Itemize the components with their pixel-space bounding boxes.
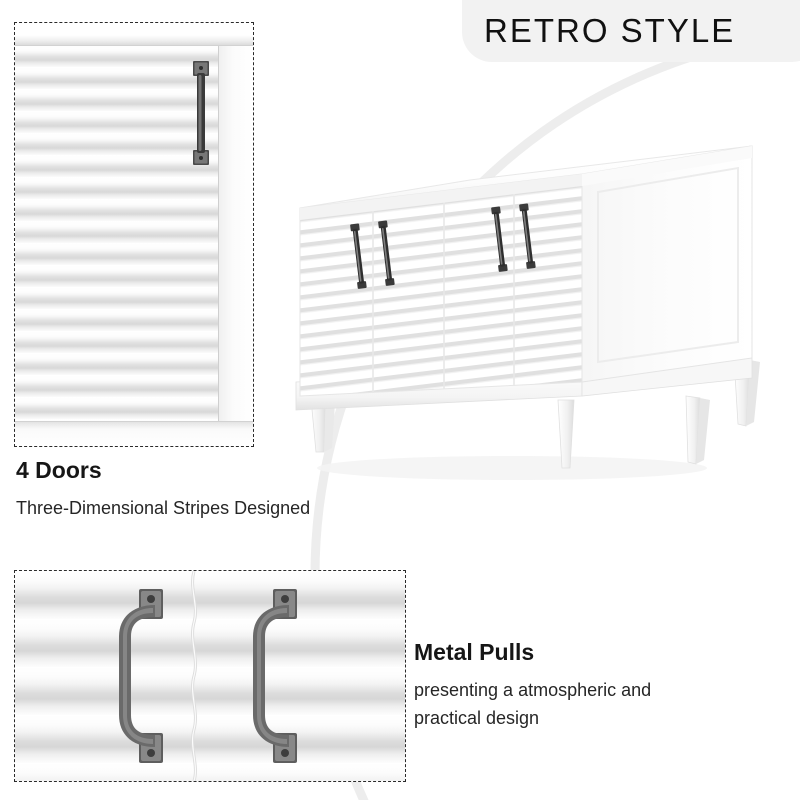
- cabinet-top: [299, 145, 753, 220]
- pulls-subline-2: practical design: [414, 708, 540, 729]
- stripe-texture-wide: [15, 571, 405, 781]
- pulls-subline-1: presenting a atmospheric and: [414, 680, 652, 701]
- cabinet-doors: [299, 173, 583, 397]
- metal-pull-icon: [378, 220, 395, 286]
- metal-pull-icon: [350, 223, 367, 289]
- metal-pull-icon: [253, 589, 297, 763]
- doors-caption: 4 Doors Three-Dimensional Stripes Design…: [16, 457, 311, 523]
- cabinet-legs: [309, 357, 760, 469]
- doors-subline: Three-Dimensional Stripes Designed: [16, 498, 311, 519]
- cabinet-handles: [350, 203, 536, 289]
- cabinet-top-rail: [15, 23, 253, 46]
- retro-style-badge: RETRO STYLE: [462, 0, 800, 62]
- door-seam-line: [191, 571, 197, 781]
- cabinet-bottom-rail: [15, 421, 253, 446]
- door-stripe-closeup-image: [15, 23, 253, 446]
- metal-pull-icon: [491, 206, 508, 272]
- door-stripe-closeup-panel: [14, 22, 254, 447]
- product-hero-image: [295, 145, 760, 480]
- metal-pull-icon: [519, 203, 536, 269]
- metal-pull-closeup-panel: [14, 570, 406, 782]
- stripe-texture: [15, 23, 253, 446]
- pulls-caption: Metal Pulls presenting a atmospheric and…: [414, 639, 652, 733]
- metal-pull-closeup-image: [15, 571, 405, 781]
- metal-pull-icon: [119, 589, 163, 763]
- metal-pull-icon: [193, 61, 209, 165]
- cabinet-side-edge: [218, 45, 253, 422]
- badge-label: RETRO STYLE: [484, 11, 736, 49]
- doors-headline: 4 Doors: [16, 457, 102, 483]
- pulls-headline: Metal Pulls: [414, 639, 535, 665]
